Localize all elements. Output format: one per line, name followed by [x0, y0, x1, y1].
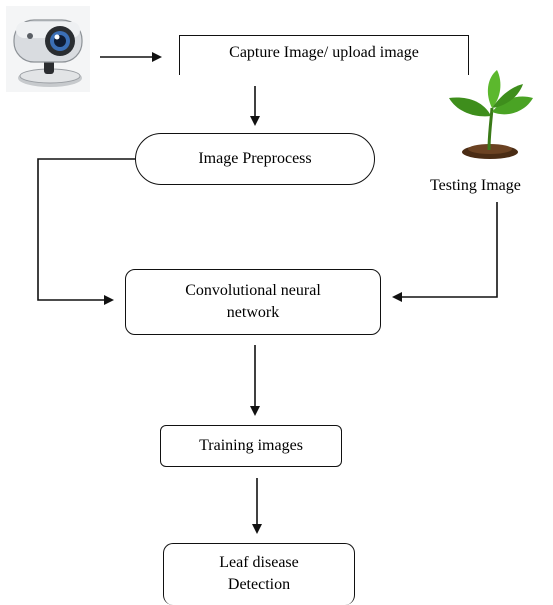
- arrow-testing-to-cnn: [392, 202, 498, 302]
- webcam-icon: [6, 6, 90, 92]
- leaf-disease-detection-label: Leaf disease Detection: [219, 554, 299, 593]
- plant-sprout-icon: [449, 70, 533, 159]
- testing-image-label: Testing Image: [430, 177, 521, 194]
- cnn-label: Convolutional neural network: [185, 282, 321, 321]
- image-preprocess-label: Image Preprocess: [198, 150, 312, 167]
- training-images-label: Training images: [199, 437, 303, 454]
- training-images-node: Training images: [160, 425, 342, 467]
- image-preprocess-node: Image Preprocess: [135, 133, 375, 185]
- capture-image-node: Capture Image/ upload image: [179, 35, 469, 75]
- capture-image-label: Capture Image/ upload image: [229, 44, 419, 61]
- leaf-disease-detection-node: Leaf disease Detection: [163, 543, 355, 605]
- cnn-node: Convolutional neural network: [125, 269, 381, 335]
- arrow-preprocess-to-cnn: [37, 158, 135, 305]
